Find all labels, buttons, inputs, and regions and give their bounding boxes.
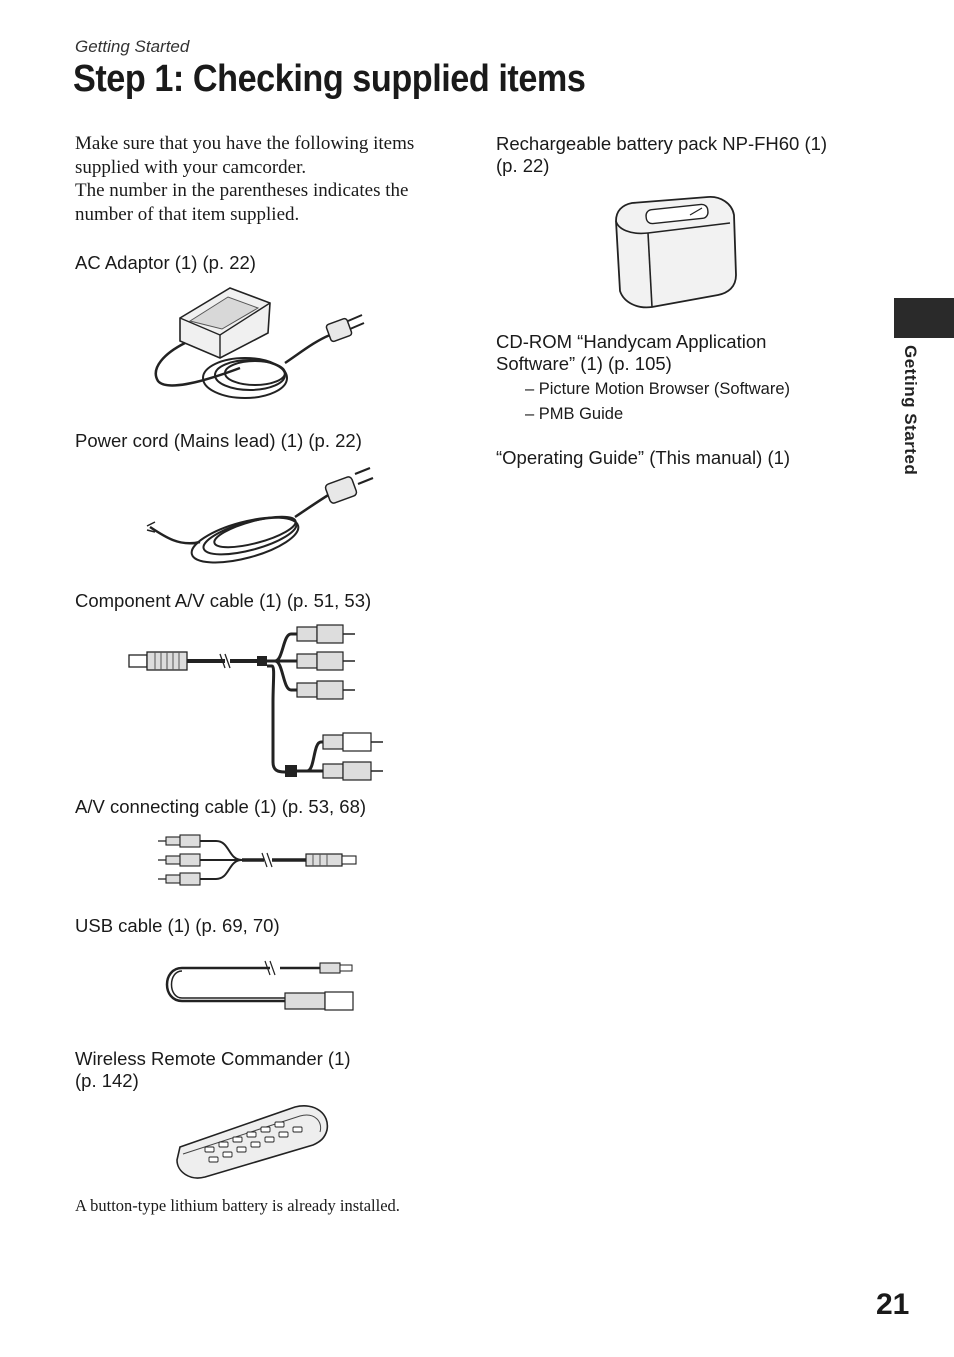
intro-line-2: The number in the parentheses indicates … — [75, 180, 409, 225]
intro-line-1: Make sure that you have the following it… — [75, 133, 415, 178]
item-operating-guide: “Operating Guide” (This manual) (1) — [496, 447, 791, 468]
av-connecting-cable-icon — [158, 834, 357, 886]
battery-label-line-2: (p. 22) — [496, 155, 550, 176]
cdrom-label-line-1: CD-ROM “Handycam Application — [496, 331, 767, 352]
chapter-tab-text: Getting Started — [901, 345, 920, 476]
remote-label-line-1: Wireless Remote Commander (1) — [75, 1048, 351, 1069]
remote-commander-icon — [176, 1105, 329, 1179]
item-av-connecting-cable: A/V connecting cable (1) (p. 53, 68) — [75, 796, 367, 817]
battery-note: A button-type lithium battery is already… — [75, 1196, 400, 1215]
page-title: Step 1: Checking supplied items — [73, 58, 586, 100]
power-cord-icon — [146, 466, 374, 564]
cdrom-contents-list: – Picture Motion Browser (Software) – PM… — [525, 377, 790, 427]
section-kicker: Getting Started — [75, 37, 190, 56]
item-component-av-cable: Component A/V cable (1) (p. 51, 53) — [75, 590, 372, 611]
page-number: 21 — [876, 1288, 910, 1321]
remote-label-line-2: (p. 142) — [75, 1070, 139, 1091]
chapter-tab-label: Getting Started — [880, 345, 940, 485]
item-cdrom: CD-ROM “Handycam Application Software” (… — [496, 331, 766, 375]
battery-pack-icon — [615, 196, 737, 309]
item-usb-cable: USB cable (1) (p. 69, 70) — [75, 915, 280, 936]
battery-label-line-1: Rechargeable battery pack NP-FH60 (1) — [496, 133, 828, 154]
item-ac-adaptor: AC Adaptor (1) (p. 22) — [75, 252, 256, 273]
item-remote-commander: Wireless Remote Commander (1) (p. 142) — [75, 1048, 351, 1092]
cdrom-label-line-2: Software” (1) (p. 105) — [496, 353, 672, 374]
chapter-tab-marker — [894, 298, 954, 338]
item-power-cord: Power cord (Mains lead) (1) (p. 22) — [75, 430, 362, 451]
list-item: – Picture Motion Browser (Software) — [525, 380, 791, 398]
list-item: – PMB Guide — [525, 405, 624, 423]
ac-adaptor-icon — [154, 287, 365, 399]
item-battery-pack: Rechargeable battery pack NP-FH60 (1) (p… — [496, 133, 827, 177]
intro-paragraph: Make sure that you have the following it… — [75, 132, 455, 226]
component-av-cable-icon — [128, 624, 383, 781]
usb-cable-icon — [165, 960, 354, 1011]
